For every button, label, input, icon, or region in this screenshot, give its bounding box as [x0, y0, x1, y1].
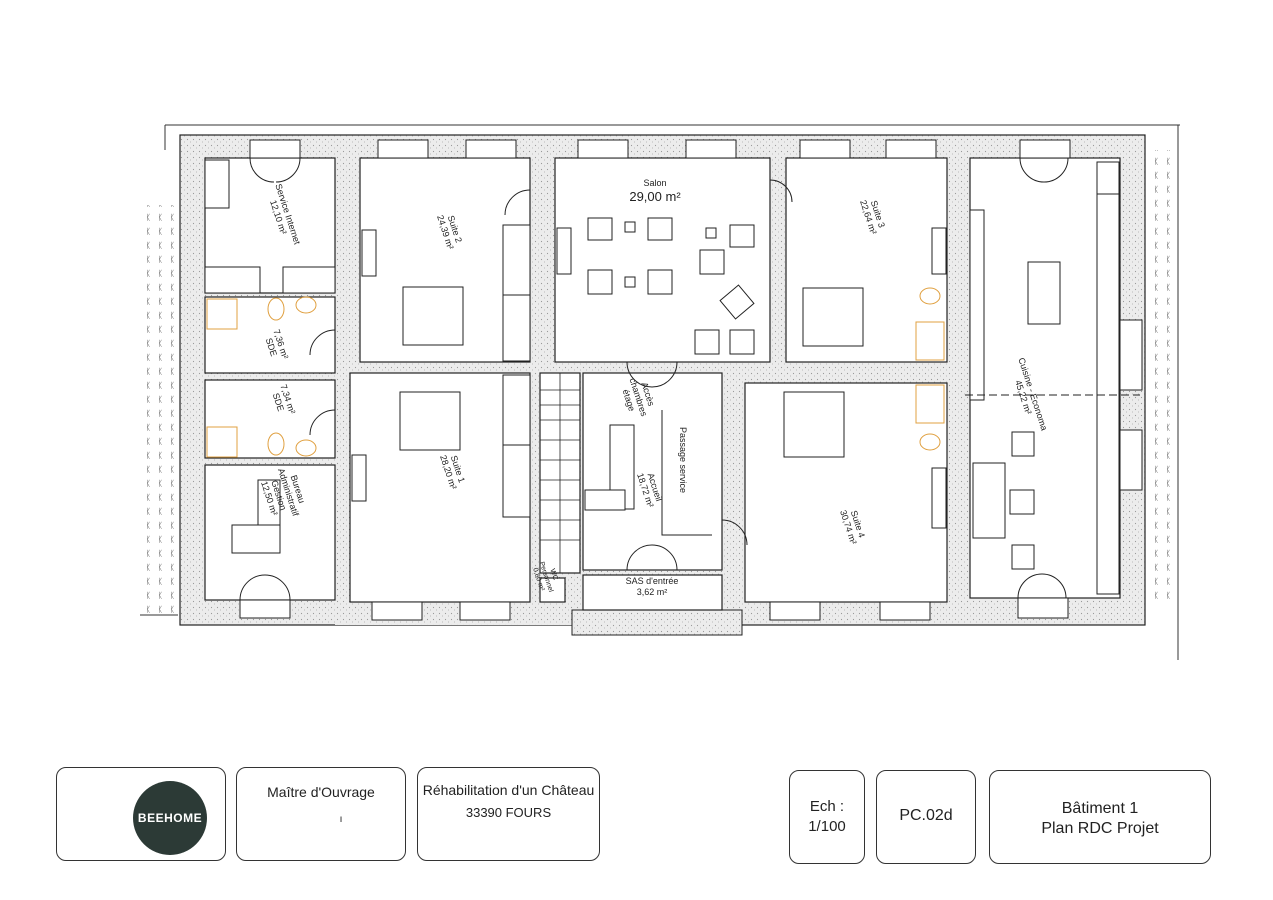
sheet-title-box: Bâtiment 1 Plan RDC Projet [989, 770, 1211, 864]
label-passage-service: Passage service [678, 427, 688, 493]
maitre-ouvrage-label: Maître d'Ouvrage [267, 784, 375, 800]
bed-suite-3 [802, 287, 864, 347]
label-sas: SAS d'entrée 3,62 m² [626, 576, 679, 597]
scale-box: Ech : 1/100 [789, 770, 865, 864]
floor-plan: ᛕ [140, 124, 1180, 660]
bed-suite-1 [399, 391, 461, 451]
svg-text:Passage service: Passage service [678, 427, 688, 493]
scale-label: Ech : [809, 798, 845, 815]
garden-left [140, 205, 178, 615]
scale-value: 1/100 [808, 818, 846, 835]
beehome-logo: BEEHOME [133, 781, 207, 855]
svg-text:3,62 m²: 3,62 m² [637, 587, 668, 597]
room-wc [539, 577, 566, 603]
svg-text:SAS d'entrée: SAS d'entrée [626, 576, 679, 586]
maitre-ouvrage-box: Maître d'Ouvrage ı [236, 767, 406, 861]
maitre-ouvrage-value: ı [339, 814, 343, 825]
project-location: 33390 FOURS [465, 805, 552, 820]
logo-box: BEEHOME [56, 767, 226, 861]
bed-suite-4 [783, 391, 845, 458]
project-name: Réhabilitation d'un Château [422, 782, 595, 798]
room-suite-4 [744, 382, 948, 603]
plan-code-box: PC.02d [876, 770, 976, 864]
room-accueil [582, 372, 723, 571]
label-salon: Salon 29,00 m² [629, 178, 681, 204]
plan-code: PC.02d [899, 807, 953, 824]
svg-text:29,00 m²: 29,00 m² [629, 189, 681, 204]
garden-right [1148, 150, 1178, 600]
plan-title: Plan RDC Projet [1041, 820, 1159, 837]
bed-suite-2 [402, 286, 464, 346]
svg-text:WC: WC [548, 568, 558, 581]
room-salon [554, 157, 771, 363]
room-sas [582, 574, 723, 611]
building-name: Bâtiment 1 [1061, 800, 1139, 817]
project-box: Réhabilitation d'un Château 33390 FOURS [417, 767, 600, 861]
room-sde-a [204, 296, 336, 374]
svg-text:Salon: Salon [643, 178, 666, 188]
label-bureau: Bureau Administratif Gestion 12,50 m² [259, 467, 307, 518]
room-sde-b [204, 379, 336, 459]
